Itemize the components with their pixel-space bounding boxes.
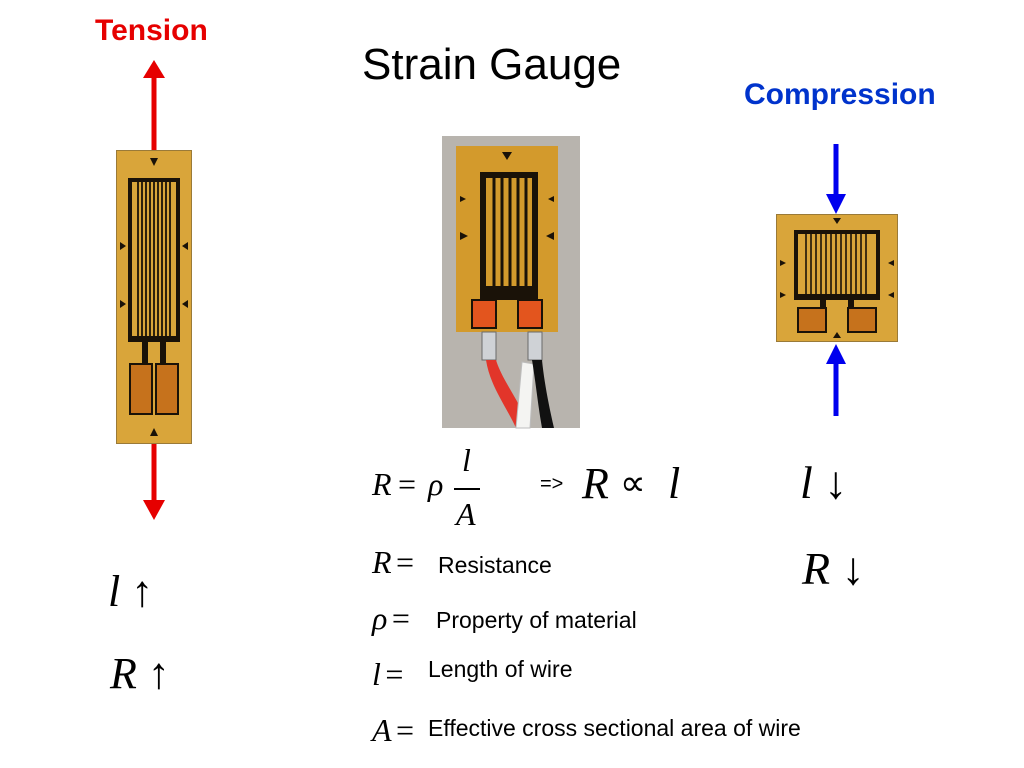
definition-text: Property of material — [436, 607, 637, 633]
fraction-bar — [454, 488, 480, 490]
tension-arrow-down — [143, 444, 165, 520]
resistance-symbol: R — [110, 649, 137, 698]
arrow-down-icon: ↓ — [841, 543, 865, 594]
length-symbol: l — [108, 567, 121, 616]
formula-numerator: l — [462, 442, 471, 478]
compression-length-indicator: l ↓ — [800, 456, 847, 509]
formula-denominator: A — [456, 496, 476, 532]
proportional-lhs: R — [582, 459, 609, 508]
arrow-up-icon: ↑ — [147, 649, 170, 698]
compression-gauge — [776, 214, 898, 342]
formula-lhs: R — [372, 466, 392, 502]
definition-resistance: R = — [372, 544, 414, 581]
slide-title: Strain Gauge — [362, 40, 622, 89]
definition-symbol: ρ — [372, 600, 388, 636]
resistance-symbol: R — [802, 543, 831, 594]
definition-equals: = — [391, 600, 410, 636]
tension-arrow-up — [143, 60, 165, 150]
definition-length: l = — [372, 656, 403, 693]
definition-text: Effective cross sectional area of wire — [428, 715, 801, 741]
length-symbol: l — [800, 457, 813, 508]
compression-arrow-down — [826, 144, 846, 214]
definition-equals: = — [396, 544, 415, 580]
arrow-down-icon: ↓ — [824, 457, 848, 508]
definition-symbol: A — [372, 712, 392, 748]
definition-rho: ρ = — [372, 600, 410, 637]
proportional-rhs: l — [668, 459, 681, 508]
tension-label: Tension — [95, 14, 208, 47]
tension-length-indicator: l ↑ — [108, 566, 153, 617]
tension-gauge — [116, 150, 192, 444]
definition-symbol: R — [372, 544, 392, 580]
arrow-up-icon: ↑ — [131, 567, 154, 616]
proportional-symbol: ∝ — [620, 463, 646, 503]
compression-label: Compression — [744, 78, 936, 111]
definition-symbol: l — [372, 656, 381, 692]
tension-resistance-indicator: R ↑ — [110, 648, 170, 699]
definition-area: A = — [372, 712, 414, 749]
definition-text: Resistance — [438, 552, 552, 578]
formula-equals: = — [398, 466, 417, 502]
compression-resistance-indicator: R ↓ — [802, 542, 865, 595]
definition-text: Length of wire — [428, 656, 573, 682]
definition-equals: = — [396, 712, 415, 748]
implies-arrow: => — [540, 473, 564, 495]
definition-equals: = — [385, 656, 404, 692]
compression-arrow-up — [826, 344, 846, 416]
formula-rho: ρ — [428, 466, 444, 502]
strain-gauge-photo — [442, 136, 580, 429]
